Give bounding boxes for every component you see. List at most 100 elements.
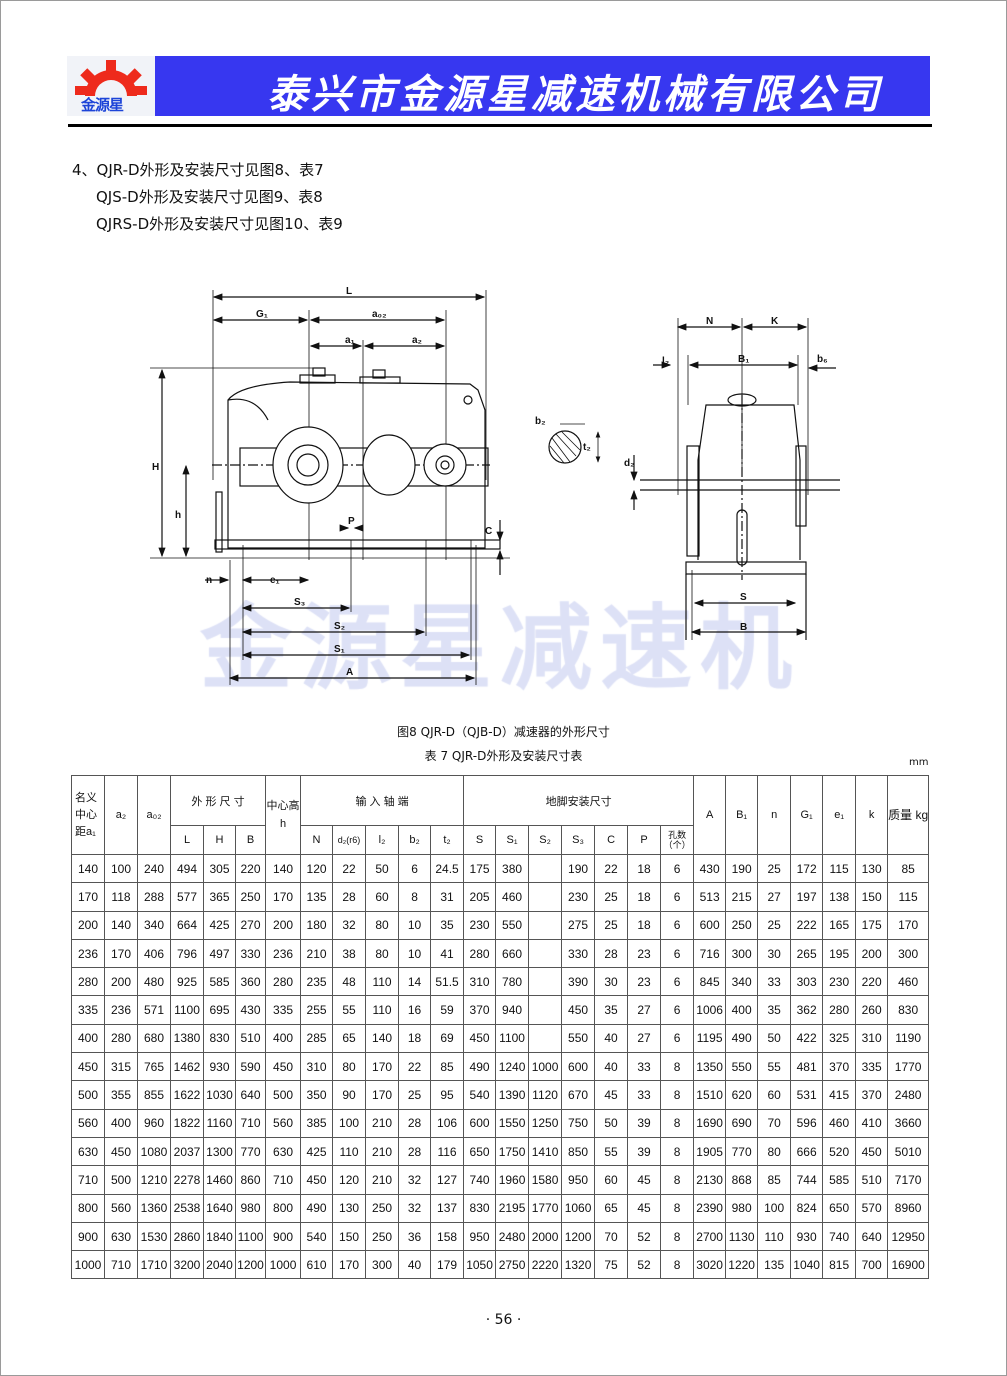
table-cell: 200 [855,938,889,969]
label-a02: a₀₂ [372,309,387,320]
table-cell: 325 [822,1023,857,1054]
table-cell: 330 [234,938,267,969]
table-cell: 170 [332,1250,367,1280]
table-cell: 22 [398,1052,432,1082]
table-cell: 450 [300,1165,334,1195]
table-cell: 497 [203,938,236,969]
label-K: K [771,316,779,327]
table-cell: 425 [300,1136,334,1167]
table-cell: 340 [137,910,171,940]
table-cell: 770 [725,1136,759,1167]
table-cell: 1080 [137,1136,171,1167]
table-cell: 250 [365,1221,400,1252]
label-a1: a₁ [345,335,355,346]
table-cell: 310 [463,967,497,997]
table-cell: 800 [265,1193,302,1223]
header-C: C [594,825,629,855]
table-cell: 110 [332,1136,367,1167]
table-cell: 815 [822,1250,857,1280]
table-cell: 1905 [693,1136,727,1167]
table-cell: 285 [300,1023,334,1054]
label-A: A [346,667,353,678]
table-cell: 45 [627,1193,662,1223]
table-cell: 175 [463,853,497,884]
table-cell: 980 [725,1193,759,1223]
table-cell: 796 [170,938,204,969]
table-cell: 6 [660,995,695,1025]
table-cell: 30 [594,967,629,997]
table-cell: 695 [203,995,236,1025]
table-cell: 230 [463,910,497,940]
table-cell [528,853,563,884]
header-rule [68,124,932,127]
page-number: · 56 · [485,1312,522,1328]
table-cell: 744 [790,1165,824,1195]
table-cell: 490 [463,1052,497,1082]
table-cell: 220 [855,967,889,997]
header-H: H [203,825,236,855]
table-cell: 2538 [170,1193,204,1223]
table-cell: 260 [855,995,889,1025]
table-cell: 1410 [528,1136,563,1167]
gear-logo-icon [75,60,147,96]
table-cell: 630 [265,1136,302,1167]
table-cell: 513 [693,882,727,912]
table-cell: 1100 [495,1023,530,1054]
table-cell: 130 [855,853,889,884]
table-cell: 824 [790,1193,824,1223]
label-l2: l₂ [662,356,669,367]
table-cell: 950 [561,1165,596,1195]
table-cell: 55 [332,995,367,1025]
table-cell: 690 [725,1108,759,1138]
table-cell: 280 [71,967,105,997]
table-cell: 170 [887,910,930,940]
table-cell: 1530 [137,1221,171,1252]
table-cell: 2480 [887,1080,930,1110]
table-cell: 236 [265,938,302,969]
dimensions-table: 名义中心距a₁ a₂ a₀₂ 外 形 尺 寸 中心高 h 输 入 轴 端 地脚安… [71,775,930,1280]
table-cell: 1050 [463,1250,497,1280]
header-L: L [170,825,204,855]
table-cell: 1200 [561,1221,596,1252]
table-cell: 280 [265,967,302,997]
table-cell: 710 [265,1165,302,1195]
header-S3: S₃ [561,825,596,855]
header-S2: S₂ [528,825,563,855]
table-cell: 303 [790,967,824,997]
table-cell: 140 [71,853,105,884]
table-cell: 215 [725,882,759,912]
table-cell: 600 [561,1052,596,1082]
table-cell: 180 [300,910,334,940]
table-cell: 70 [594,1221,629,1252]
table-cell: 390 [561,967,596,997]
table-cell: 410 [855,1108,889,1138]
table-cell: 1390 [495,1080,530,1110]
table-cell: 540 [300,1221,334,1252]
table-cell [528,995,563,1025]
table-cell: 69 [430,1023,465,1054]
table-cell: 300 [725,938,759,969]
table-cell: 630 [71,1136,105,1167]
header-a1: 名义中心距a₁ [71,775,105,855]
table-cell: 280 [104,1023,138,1054]
table-cell: 845 [693,967,727,997]
label-B1: B₁ [738,354,749,365]
table-cell: 1770 [528,1193,563,1223]
table-cell: 1240 [495,1052,530,1082]
table-cell: 22 [594,853,629,884]
intro-line: QJS-D外形及安装尺寸见图9、表8 [96,188,323,206]
table-cell: 494 [170,853,204,884]
table-cell: 127 [430,1165,465,1195]
table-cell: 205 [463,882,497,912]
table-cell: 422 [790,1023,824,1054]
table-cell: 2278 [170,1165,204,1195]
table-cell: 28 [398,1136,432,1167]
table-cell: 137 [430,1193,465,1223]
table-cell: 110 [757,1221,792,1252]
table-cell: 222 [790,910,824,940]
table-cell [528,882,563,912]
table-cell: 1195 [693,1023,727,1054]
